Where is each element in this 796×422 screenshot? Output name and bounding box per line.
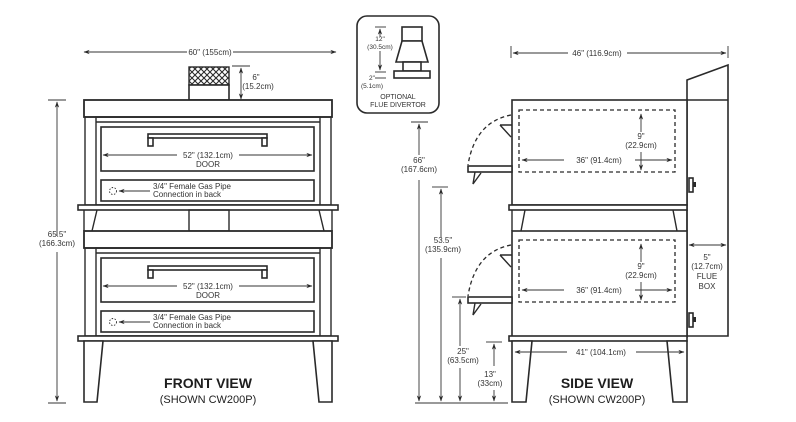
lower-gas-line1: 3/4" Female Gas Pipe [153, 313, 232, 322]
side-lower-door-height-in: 25" [457, 347, 469, 356]
divertor-label-2: FLUE DIVERTOR [370, 102, 426, 109]
side-upper-deck: 9" (22.9cm) 36" (91.4cm) [467, 99, 688, 211]
lower-door-handle[interactable] [147, 265, 268, 279]
side-depth-label: 46" (116.9cm) [572, 49, 622, 58]
lower-open-door[interactable] [467, 296, 513, 304]
upper-gas-line2: Connection in back [153, 190, 222, 199]
side-leg-height-dimension: 13" (33cm) [478, 341, 503, 402]
lower-chamber-height-in: 9" [637, 262, 644, 271]
front-height-cm: (166.3cm) [39, 239, 75, 248]
flue-divertor-inset: 12" (30.5cm) 2" (5.1cm) OPTIONAL FLUE DI… [356, 15, 440, 114]
upper-baking-chamber [518, 109, 676, 173]
side-deck-spacer [511, 209, 688, 232]
lower-chamber-height-cm: (22.9cm) [625, 271, 657, 280]
front-deck-spacer [83, 209, 333, 232]
flue-height-cm: (15.2cm) [242, 82, 274, 91]
lower-gas-line2: Connection in back [153, 321, 222, 330]
upper-door-label: DOOR [196, 160, 220, 169]
lower-baking-chamber [518, 239, 676, 303]
upper-gas-line1: 3/4" Female Gas Pipe [153, 182, 232, 191]
gas-valve-knob[interactable] [688, 177, 696, 193]
flue-height-in: 6" [252, 73, 259, 82]
side-lower-door-height-cm: (63.5cm) [447, 356, 479, 365]
flue-box-label-2: BOX [699, 282, 717, 291]
gas-connection-icon [109, 318, 117, 326]
flue-box [686, 63, 729, 337]
side-total-height-cm: (167.6cm) [401, 165, 437, 174]
upper-chamber-height-cm: (22.9cm) [625, 141, 657, 150]
divertor-top-cm: (30.5cm) [367, 44, 393, 51]
lower-door-label: DOOR [196, 291, 220, 300]
lower-control-panel [100, 310, 315, 333]
gas-valve-knob[interactable] [688, 312, 696, 328]
front-height-dimension: 65.5" (166.3cm) [39, 99, 75, 404]
divertor-top-in: 12" [375, 36, 385, 43]
flue-stack [188, 66, 230, 101]
divertor-bottom-cm: (5.1cm) [361, 83, 383, 90]
front-view-title: FRONT VIEW [164, 375, 253, 391]
upper-door-dim: 52" (132.1cm) [183, 151, 233, 160]
side-upper-door-height-dimension: 53.5" (135.9cm) [425, 186, 461, 402]
front-view-subtitle: (SHOWN CW200P) [160, 394, 257, 406]
side-upper-door-height-in: 53.5" [434, 236, 453, 245]
upper-door-handle[interactable] [147, 133, 268, 147]
side-total-height-in: 66" [413, 156, 425, 165]
lower-door-dim: 52" (132.1cm) [183, 282, 233, 291]
side-lower-door-height-dimension: 25" (63.5cm) [447, 296, 479, 402]
side-total-height-dimension: 66" (167.6cm) [401, 121, 437, 402]
front-width-label: 60" (155cm) [188, 48, 232, 57]
upper-control-panel [100, 179, 315, 202]
side-leg-height-in: 13" [484, 370, 496, 379]
front-height-in: 65.5" [48, 230, 67, 239]
upper-chamber-width: 36" (91.4cm) [576, 156, 622, 165]
upper-open-door[interactable] [467, 165, 513, 173]
side-upper-door-height-cm: (135.9cm) [425, 245, 461, 254]
divertor-label-1: OPTIONAL [380, 94, 416, 101]
leg-span-label: 41" (104.1cm) [576, 348, 626, 357]
side-leg-height-cm: (33cm) [478, 379, 503, 388]
flue-box-dimension: 5" (12.7cm) FLUE BOX [688, 242, 727, 291]
front-legs [83, 340, 333, 403]
gas-connection-icon [109, 187, 117, 195]
flue-height-dimension: 6" (15.2cm) [232, 65, 274, 100]
front-lower-deck: 52" (132.1cm) DOOR 3/4" Female Gas Pipe … [77, 230, 339, 342]
side-view-subtitle: (SHOWN CW200P) [549, 394, 646, 406]
front-upper-deck: 52" (132.1cm) DOOR 3/4" Female Gas Pipe … [77, 99, 339, 211]
flue-box-cm: (12.7cm) [691, 262, 723, 271]
flue-box-in: 5" [703, 253, 710, 262]
side-view: 46" (116.9cm) 9" (22.9cm) 36" (91.4cm) [401, 46, 729, 406]
front-width-dimension: 60" (155cm) [83, 48, 337, 57]
lower-chamber-width: 36" (91.4cm) [576, 286, 622, 295]
upper-chamber-height-in: 9" [637, 132, 644, 141]
flue-box-label-1: FLUE [697, 272, 717, 281]
side-lower-deck: 9" (22.9cm) 36" (91.4cm) [467, 230, 688, 342]
side-legs: 41" (104.1cm) [511, 340, 688, 403]
side-view-title: SIDE VIEW [561, 375, 634, 391]
side-depth-dimension: 46" (116.9cm) [510, 46, 729, 58]
divertor-bottom-in: 2" [369, 75, 376, 82]
front-view: 60" (155cm) 6" (15.2cm) 65.5" (166.3cm) [39, 48, 339, 406]
